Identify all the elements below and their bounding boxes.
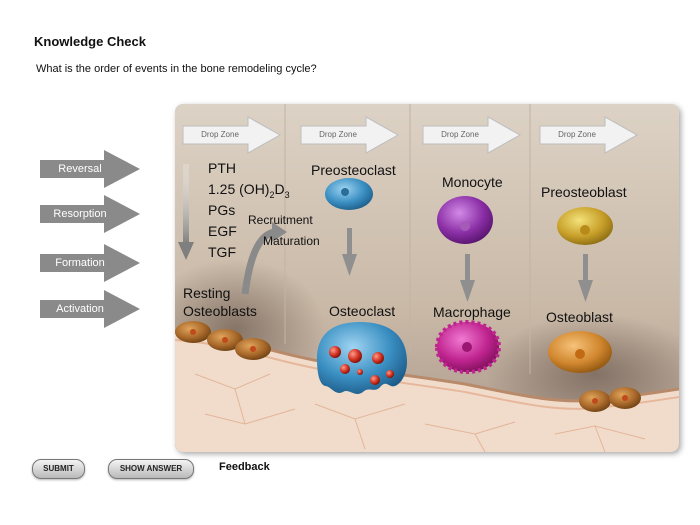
label-osteoblast: Osteoblast	[546, 309, 613, 325]
drag-item-label: Reversal	[58, 163, 102, 175]
drag-item-formation[interactable]: Formation	[40, 244, 142, 282]
process-recruitment: Recruitment	[248, 213, 313, 227]
drop-zone-4[interactable]: Drop Zone	[539, 116, 639, 154]
drag-arrow-shape	[40, 195, 140, 233]
vitd-prefix: 1.25 (OH)	[208, 181, 270, 197]
label-resting-osteoblasts-1: Resting	[183, 285, 231, 301]
process-maturation: Maturation	[263, 234, 320, 248]
show-answer-button[interactable]: SHOW ANSWER	[108, 459, 194, 479]
question-text: What is the order of events in the bone …	[36, 63, 317, 75]
vitd-sub1: 2	[269, 189, 275, 200]
drop-zone-2[interactable]: Drop Zone	[300, 116, 400, 154]
drag-arrow-shape	[40, 290, 140, 328]
label-osteoclast: Osteoclast	[329, 303, 396, 319]
vitd-sub2: 3	[284, 189, 290, 200]
drag-item-activation[interactable]: Activation	[40, 290, 142, 328]
drag-arrow-shape	[40, 150, 140, 188]
submit-button[interactable]: SUBMIT	[32, 459, 85, 479]
drop-zone-1[interactable]: Drop Zone	[182, 116, 282, 154]
drag-item-label: Activation	[56, 303, 104, 315]
bone-remodeling-panel: Drop Zone Drop Zone Drop Zone Drop Zone …	[175, 104, 679, 452]
drag-arrow-shape	[40, 244, 140, 282]
drag-item-resorption[interactable]: Resorption	[40, 195, 142, 233]
drop-zone-arrow	[539, 116, 639, 154]
drag-item-reversal[interactable]: Reversal	[40, 150, 142, 188]
label-preosteoblast: Preosteoblast	[541, 184, 627, 200]
vitd-mid: D	[274, 181, 285, 197]
factor-tgf: TGF	[208, 244, 236, 260]
drop-zone-label: Drop Zone	[201, 130, 239, 139]
drop-zone-arrow	[300, 116, 400, 154]
factor-pgs: PGs	[208, 202, 236, 218]
drop-zone-label: Drop Zone	[558, 130, 596, 139]
feedback-label: Feedback	[219, 461, 270, 473]
drop-zone-label: Drop Zone	[441, 130, 479, 139]
factor-pth: PTH	[208, 160, 236, 176]
drop-zone-label: Drop Zone	[319, 130, 357, 139]
label-macrophage: Macrophage	[433, 304, 511, 320]
bone-illustration	[175, 104, 679, 452]
factor-vitamin-d: 1.25 (OH)2D3	[208, 181, 290, 200]
label-preosteoclast: Preosteoclast	[311, 162, 396, 178]
drop-zone-arrow	[182, 116, 282, 154]
drag-item-label: Resorption	[53, 208, 107, 220]
drop-zone-3[interactable]: Drop Zone	[422, 116, 522, 154]
page-title: Knowledge Check	[34, 34, 146, 49]
label-monocyte: Monocyte	[442, 174, 503, 190]
drop-zone-arrow	[422, 116, 522, 154]
factor-egf: EGF	[208, 223, 237, 239]
label-resting-osteoblasts-2: Osteoblasts	[183, 303, 257, 319]
drag-item-label: Formation	[55, 257, 105, 269]
